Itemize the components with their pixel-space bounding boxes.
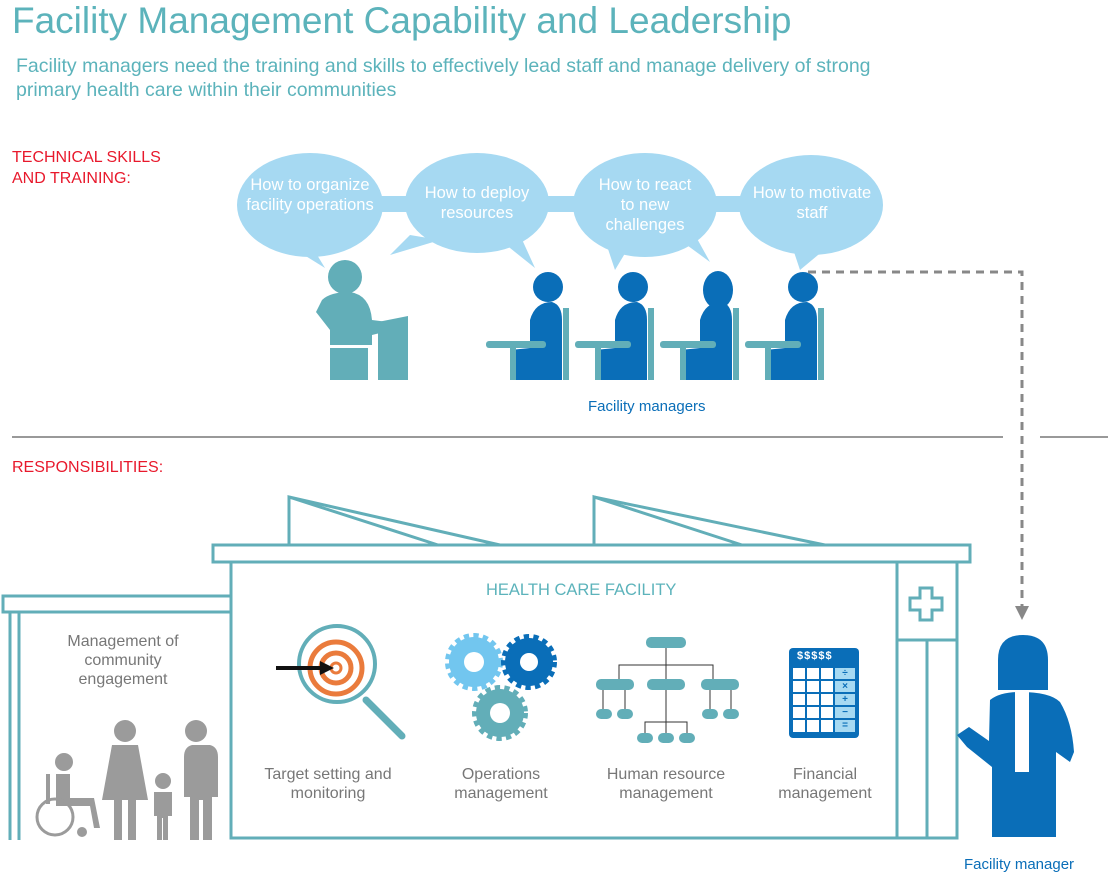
training-heading: TECHNICAL SKILLS AND TRAINING: <box>12 147 161 189</box>
label-target-setting: Target setting and monitoring <box>264 766 392 802</box>
gears-icon <box>445 633 557 741</box>
bubble-3 <box>573 153 717 270</box>
page-title: Facility Management Capability and Leade… <box>12 0 792 41</box>
bubble-text-react: How to react to new challenges <box>598 176 692 234</box>
bubble-1 <box>237 153 383 268</box>
teacher-figure-icon <box>316 260 408 380</box>
bubble-text-deploy: How to deploy resources <box>424 184 530 222</box>
op-equals: = <box>842 720 848 731</box>
op-multiply: × <box>842 681 848 692</box>
facility-managers-label: Facility managers <box>588 398 706 415</box>
op-minus: − <box>842 707 848 718</box>
dashed-arrow-icon <box>808 270 1029 620</box>
calculator-header: $$$$$ <box>797 650 833 662</box>
calculator-operators: ÷ × + − = <box>835 667 855 732</box>
label-operations: Operations management <box>454 766 548 802</box>
bubble-2 <box>390 153 549 268</box>
responsibilities-heading: RESPONSIBILITIES: <box>12 459 164 476</box>
community-people-icon <box>35 720 218 840</box>
target-magnifier-icon <box>276 624 406 740</box>
speech-bubbles <box>237 153 883 270</box>
op-plus: + <box>842 694 848 705</box>
student-figures-icon <box>486 271 824 380</box>
training-heading-line-1: TECHNICAL SKILLS <box>12 149 161 166</box>
calculator-icon <box>789 648 859 738</box>
health-facility-building <box>1 494 972 840</box>
bubble-4 <box>739 155 883 270</box>
medical-cross-icon <box>908 586 944 622</box>
page-subtitle: Facility managers need the training and … <box>16 55 871 101</box>
org-chart-icon <box>596 637 739 743</box>
op-divide: ÷ <box>842 668 848 679</box>
label-financial: Financial management <box>778 766 872 802</box>
facility-title: HEALTH CARE FACILITY <box>486 581 677 599</box>
bubble-text-motivate: How to motivate staff <box>752 184 872 222</box>
label-human-resource: Human resource management <box>606 766 726 802</box>
bubble-text-organize: How to organize facility operations <box>246 176 374 214</box>
facility-manager-figure-icon <box>957 635 1074 837</box>
facility-manager-label: Facility manager <box>964 856 1075 873</box>
training-heading-line-2: AND TRAINING: <box>12 170 131 187</box>
community-engagement-label: Management of community engagement <box>67 633 179 688</box>
